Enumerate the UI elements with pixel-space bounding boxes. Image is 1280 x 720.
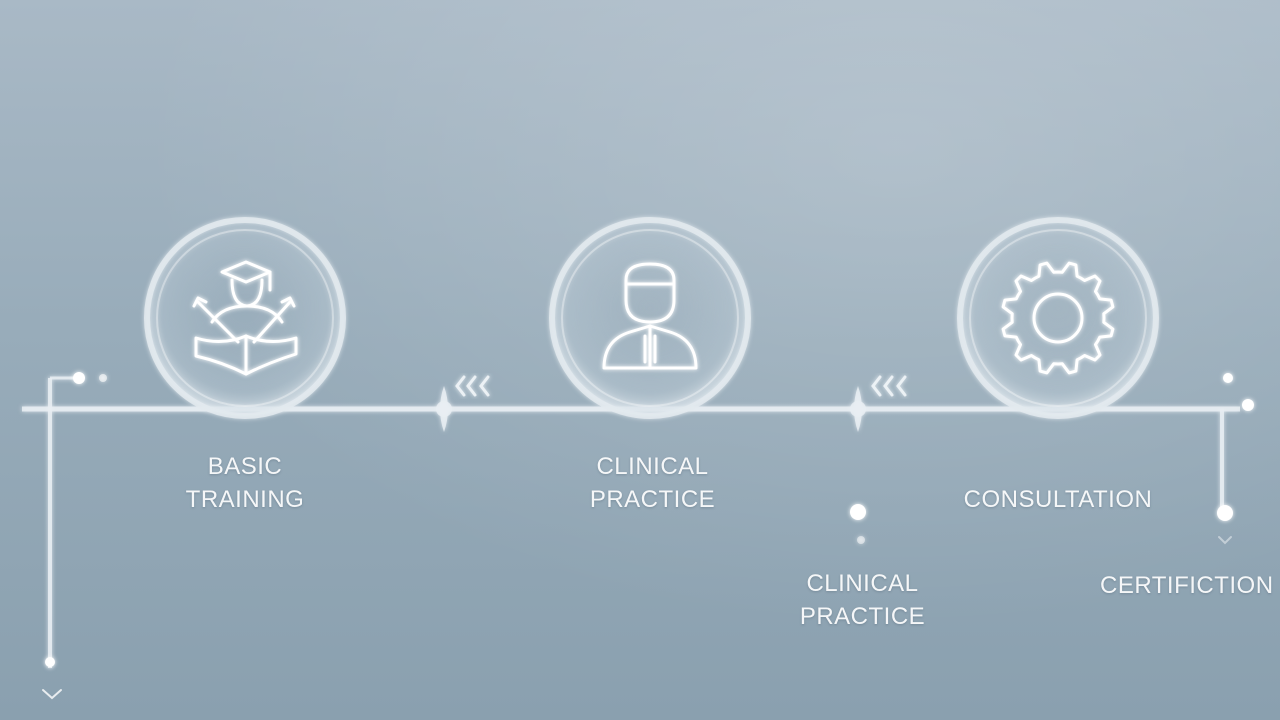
label-line: PRACTICE bbox=[799, 603, 926, 630]
step-label-line: BASIC bbox=[207, 453, 283, 480]
chevron-down-icon bbox=[1218, 536, 1232, 545]
step-label-basic-training: BASIC TRAINING bbox=[165, 450, 325, 516]
doctor-icon bbox=[602, 262, 698, 370]
step-label-line: PRACTICE bbox=[589, 486, 716, 513]
gear-icon bbox=[1001, 261, 1115, 375]
chevron-down-icon bbox=[42, 689, 62, 700]
step-ring-consultation bbox=[957, 217, 1159, 419]
timeline-joints bbox=[436, 386, 866, 432]
certification-label: CERTIFICTION bbox=[1100, 569, 1280, 602]
joint-2-core bbox=[850, 401, 866, 417]
step-label-consultation: CONSULTATION bbox=[948, 483, 1168, 516]
decorative-dots bbox=[45, 372, 1254, 667]
joint-1-core bbox=[436, 401, 452, 417]
chevron-arrows bbox=[455, 375, 907, 397]
label-line: CLINICAL bbox=[806, 570, 919, 597]
step-ring-basic-training bbox=[144, 217, 346, 419]
secondary-label-clinical-practice: CLINICAL PRACTICE bbox=[780, 567, 945, 633]
step-label-line: CLINICAL bbox=[596, 453, 709, 480]
chevron-left-icon bbox=[455, 375, 490, 397]
step-ring-clinical-practice bbox=[549, 217, 751, 419]
step-label-line: CONSULTATION bbox=[963, 486, 1153, 513]
step-label-clinical-practice: CLINICAL PRACTICE bbox=[570, 450, 735, 516]
timeline-line bbox=[22, 376, 1240, 668]
step-label-line: TRAINING bbox=[185, 486, 305, 513]
chevron-left-icon bbox=[871, 375, 907, 397]
graduate-icon bbox=[192, 260, 298, 376]
label-line: CERTIFICTION bbox=[1100, 572, 1274, 599]
